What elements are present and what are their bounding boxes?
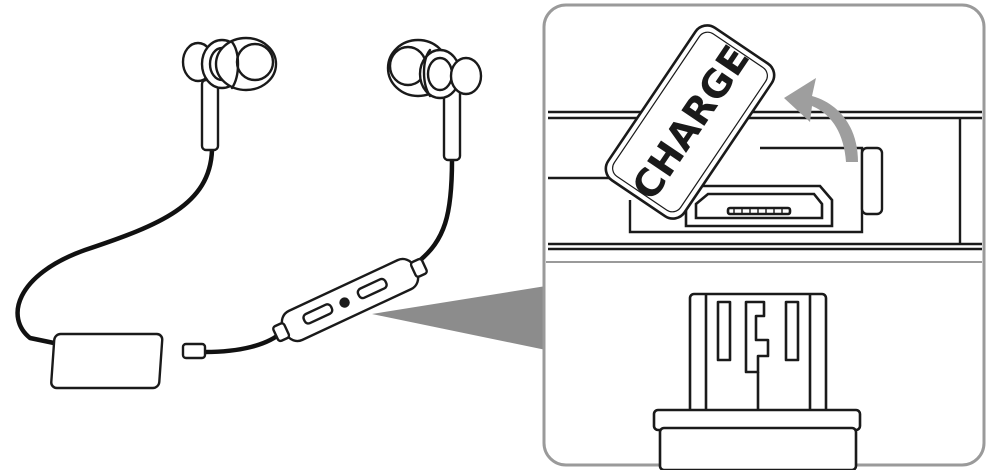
micro-usb-port-icon [684, 184, 834, 228]
micro-usb-plug-icon [652, 292, 862, 470]
battery-box [50, 332, 207, 390]
earphone-bud-icon [181, 36, 278, 152]
neck-cable-right [415, 157, 455, 265]
neck-cable [15, 147, 215, 351]
earphone-bud-icon [386, 38, 483, 162]
callout-wedge [372, 286, 546, 350]
remote-cable [202, 329, 285, 355]
lift-arrow-icon [784, 78, 858, 162]
inline-remote [272, 257, 428, 343]
earphones [15, 36, 483, 390]
zoom-panel: CHARGE [542, 3, 986, 470]
